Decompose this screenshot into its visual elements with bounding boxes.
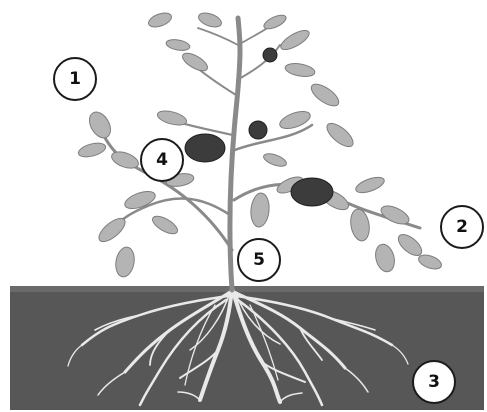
marker-2: 2 xyxy=(440,205,484,249)
soil xyxy=(10,286,484,410)
fruit-small-center xyxy=(249,121,267,139)
fruit-small-top xyxy=(263,48,277,62)
marker-3: 3 xyxy=(412,360,456,404)
marker-5: 5 xyxy=(237,238,281,282)
fruit-large-right xyxy=(291,178,333,206)
soil-surface xyxy=(10,286,484,292)
fruit-large-left xyxy=(185,134,225,162)
marker-4: 4 xyxy=(140,138,184,182)
marker-1: 1 xyxy=(53,57,97,101)
